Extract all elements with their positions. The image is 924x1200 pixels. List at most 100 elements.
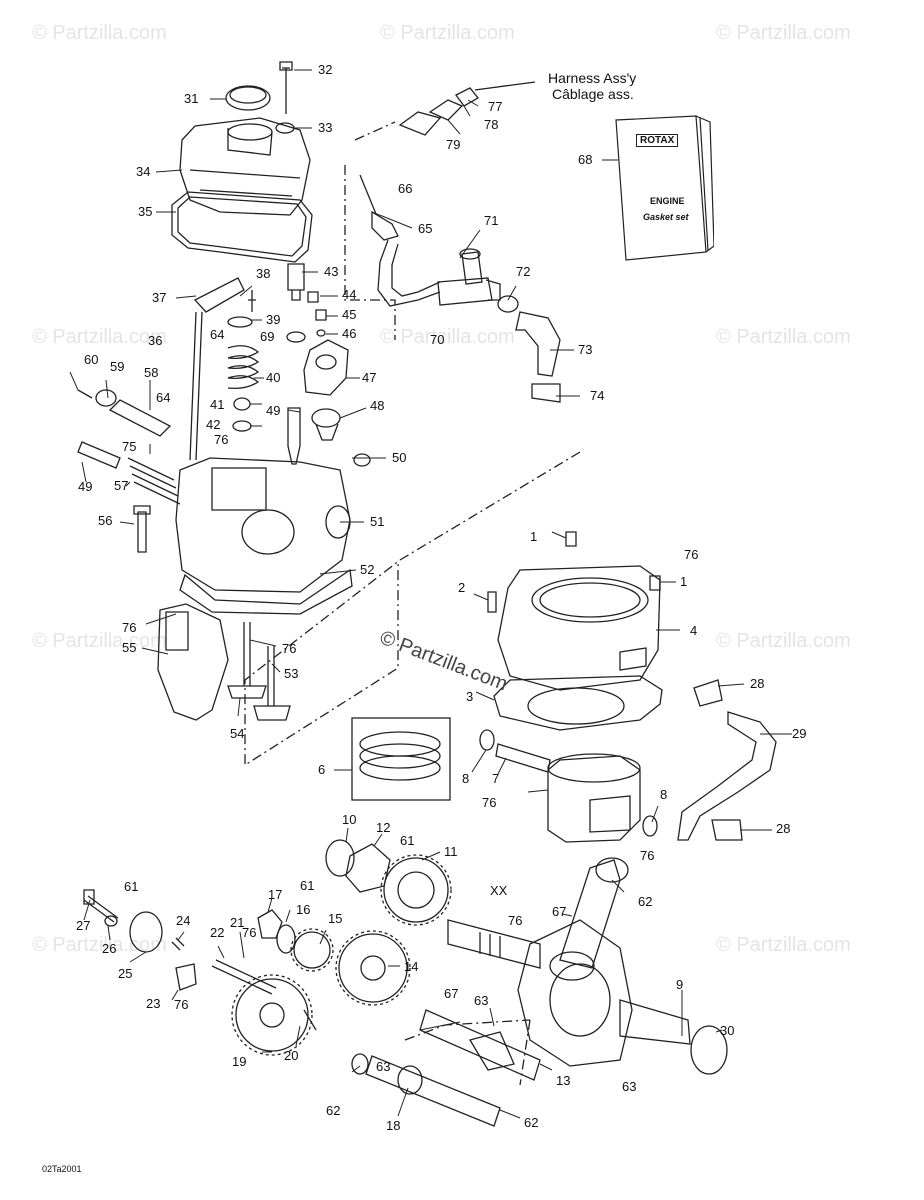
watermark: © Partzilla.com: [32, 22, 167, 44]
callout-label: 71: [484, 213, 499, 228]
callout-label: 42: [206, 417, 221, 432]
callout-label: 24: [176, 913, 191, 928]
callout-label: 44: [342, 287, 357, 302]
callout-label: 40: [266, 370, 281, 385]
callout-label: 29: [792, 726, 807, 741]
callout-label: 62: [524, 1115, 539, 1130]
callout-label: 6: [318, 762, 326, 777]
water-hose: [677, 711, 777, 841]
callout-label: 3: [466, 689, 474, 704]
callout-label: 64: [156, 390, 171, 405]
callout-label: 41: [210, 397, 225, 412]
callout-label: 70: [430, 332, 445, 347]
callout-label: 49: [78, 479, 93, 494]
callout-label: 77: [488, 99, 503, 114]
callout-label: XX: [490, 883, 508, 898]
callout-label: 66: [398, 181, 413, 196]
watermark: © Partzilla.com: [716, 22, 851, 44]
diagram-reference-code: 02Ta2001: [42, 1164, 82, 1174]
callout-label: 76: [640, 848, 655, 863]
watermark: © Partzilla.com: [32, 326, 167, 348]
callout-label: 38: [256, 266, 271, 281]
callout-label: 48: [370, 398, 385, 413]
callout-label: 65: [418, 221, 433, 236]
callout-label: 59: [110, 359, 125, 374]
callout-label: 27: [76, 918, 91, 933]
callout-label: 10: [342, 812, 357, 827]
valve-cover: [179, 117, 311, 216]
callout-label: 61: [124, 879, 139, 894]
callout-label: 47: [362, 370, 377, 385]
watermark: © Partzilla.com: [716, 326, 851, 348]
coolant-hose: [377, 239, 441, 307]
callout-label: 76: [174, 997, 189, 1012]
cylinder-head: [175, 457, 351, 593]
connecting-rod: [559, 859, 621, 969]
callout-label: 72: [516, 264, 531, 279]
callout-label: 7: [492, 771, 500, 786]
callout-label: 61: [400, 833, 415, 848]
valve-cover-gasket: [171, 191, 313, 263]
harness-label-french: Câblage ass.: [552, 86, 634, 102]
callout-label: 31: [184, 91, 199, 106]
callout-label: 17: [268, 887, 283, 902]
callout-label: 2: [458, 580, 466, 595]
callout-label: 49: [266, 403, 281, 418]
callout-label: 76: [508, 913, 523, 928]
callout-label: 8: [462, 771, 470, 786]
gear: [383, 857, 449, 923]
crankshaft: [447, 919, 541, 969]
callout-label: 15: [328, 911, 343, 926]
watermark: © Partzilla.com: [32, 630, 167, 652]
watermark: © Partzilla.com: [716, 934, 851, 956]
callout-label: 56: [98, 513, 113, 528]
callout-label: 28: [750, 676, 765, 691]
callout-label: 67: [444, 986, 459, 1001]
callout-label: 79: [446, 137, 461, 152]
callout-label: 37: [152, 290, 167, 305]
callout-label: 32: [318, 62, 333, 77]
t-fitting: [437, 251, 493, 306]
callout-label: 11: [444, 844, 458, 859]
callout-label: 4: [690, 623, 698, 638]
callout-label: 62: [638, 894, 653, 909]
callout-label: 69: [260, 329, 275, 344]
callout-label: 76: [122, 620, 137, 635]
callout-label: 54: [230, 726, 245, 741]
booklet-title: ENGINE: [650, 196, 685, 206]
callout-label: 13: [556, 1073, 571, 1088]
callout-label: 52: [360, 562, 375, 577]
callout-label: 63: [622, 1079, 637, 1094]
callout-label: 22: [210, 925, 225, 940]
callout-label: 51: [370, 514, 385, 529]
oil-cap-ring: [225, 85, 271, 111]
callout-label: 60: [84, 352, 99, 367]
callout-label: 55: [122, 640, 137, 655]
callout-label: 45: [342, 307, 357, 322]
callout-label: 20: [284, 1048, 299, 1063]
thermostat-housing: [303, 339, 349, 396]
callout-label: 39: [266, 312, 281, 327]
callout-label: 76: [214, 432, 229, 447]
callout-label: 76: [242, 925, 257, 940]
valve-spring: [227, 345, 260, 390]
callout-label: 19: [232, 1054, 247, 1069]
callout-label: 1: [680, 574, 688, 589]
callout-label: 76: [282, 641, 297, 656]
callout-label: 35: [138, 204, 153, 219]
callout-label: 23: [146, 996, 161, 1011]
callout-label: 62: [326, 1103, 341, 1118]
callout-label: 68: [578, 152, 593, 167]
callout-label: 76: [684, 547, 699, 562]
callout-label: 78: [484, 117, 499, 132]
callout-label: 75: [122, 439, 137, 454]
callout-label: 33: [318, 120, 333, 135]
callout-label: 63: [474, 993, 489, 1008]
watermark: © Partzilla.com: [380, 326, 515, 348]
piston: [547, 755, 641, 843]
booklet-brand-logo: ROTAX: [636, 134, 679, 147]
callout-label: 76: [482, 795, 497, 810]
callout-label: 30: [720, 1023, 735, 1038]
leader-lines: [69, 69, 792, 1119]
